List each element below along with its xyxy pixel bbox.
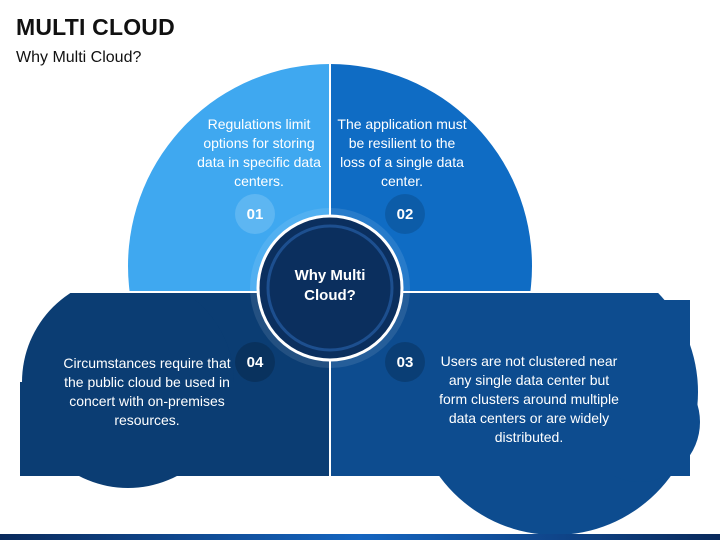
center-label: Why Multi Cloud?	[294, 267, 366, 304]
quadrant-02-text: The application must be resilient to the…	[337, 116, 467, 189]
slide-title: MULTI CLOUD	[16, 14, 175, 40]
center-circle	[256, 214, 404, 362]
center-inner-ring	[266, 224, 394, 352]
quadrant-02-number: 02	[385, 194, 425, 234]
quadrant-01-number: 01	[235, 194, 275, 234]
quadrant-03-shape	[330, 292, 700, 535]
quadrant-03-number: 03	[385, 342, 425, 382]
quadrant-03-text: Users are not clustered near any single …	[439, 353, 619, 445]
quadrant-04-text: Circumstances require that the public cl…	[63, 355, 231, 428]
footer-bar	[0, 534, 720, 540]
quadrant-04-number: 04	[235, 342, 275, 382]
slide-subtitle: Why Multi Cloud?	[16, 49, 142, 66]
quadrant-01-text: Regulations limit options for storing da…	[197, 116, 321, 189]
